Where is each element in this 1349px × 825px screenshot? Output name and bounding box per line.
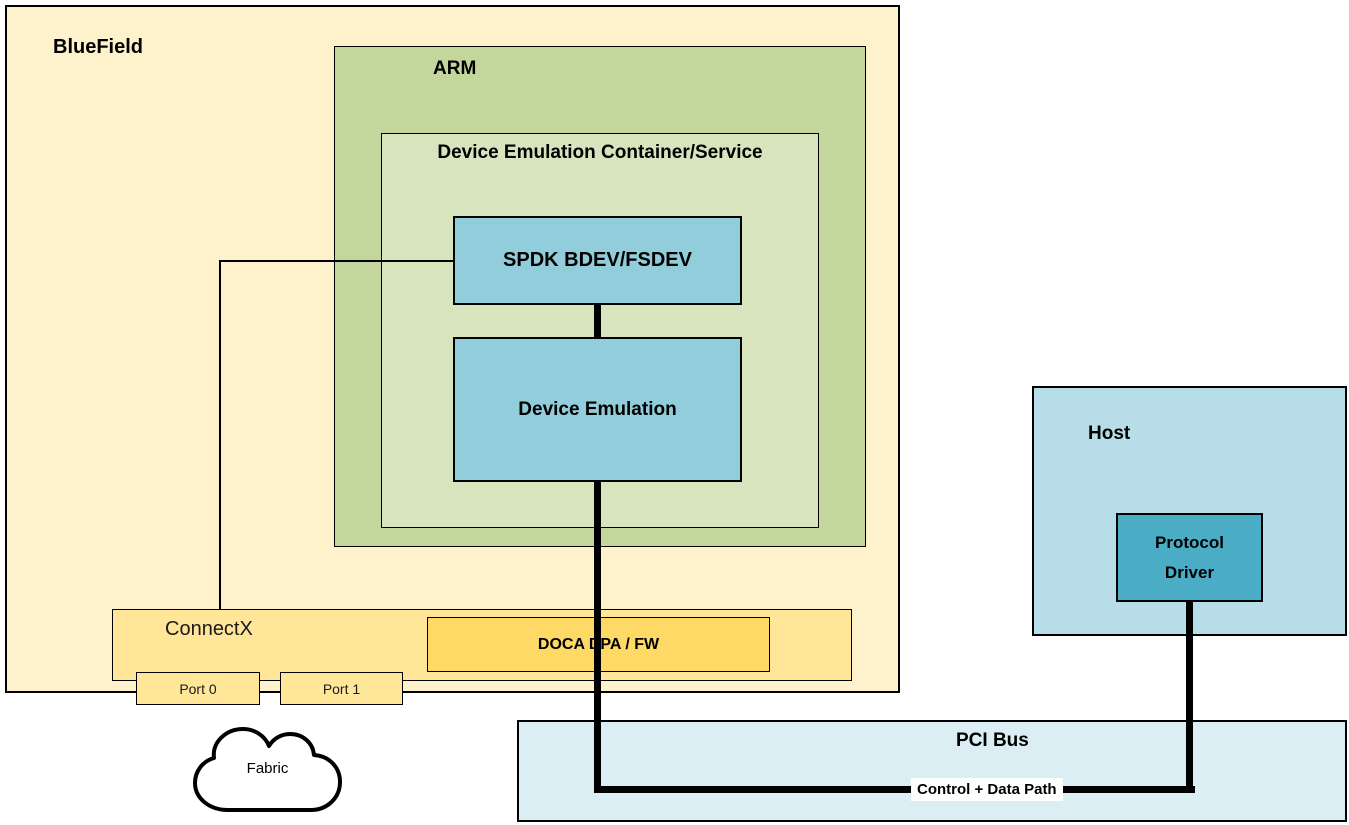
port1-box: Port 1	[280, 672, 403, 705]
connector-spdk-to-connectx-horizontal	[219, 260, 453, 262]
connector-spdk-to-device-emulation	[594, 303, 601, 339]
connector-pci-bus-path	[594, 786, 1195, 793]
connector-protocol-driver-to-pci	[1186, 600, 1193, 793]
port0-box: Port 0	[136, 672, 260, 705]
pci-bus-box: PCI Bus	[517, 720, 1347, 822]
device-emulation-label: Device Emulation	[518, 398, 677, 420]
port0-label: Port 0	[179, 680, 217, 697]
connector-spdk-to-connectx-vertical	[219, 260, 221, 609]
device-emulation-container-label: Device Emulation Container/Service	[437, 142, 763, 163]
cloud-icon	[193, 727, 342, 812]
fabric-cloud: Fabric	[190, 723, 345, 818]
connector-device-emulation-to-pci	[594, 480, 601, 793]
device-emulation-box: Device Emulation	[453, 337, 742, 482]
pci-bus-label: PCI Bus	[956, 730, 1029, 751]
protocol-driver-label: Protocol Driver	[1155, 532, 1224, 582]
host-label: Host	[1088, 423, 1131, 444]
fabric-label: Fabric	[246, 760, 289, 777]
spdk-bdev-fsdev-label: SPDK BDEV/FSDEV	[503, 249, 692, 271]
port1-label: Port 1	[322, 680, 361, 697]
spdk-bdev-fsdev-box: SPDK BDEV/FSDEV	[453, 216, 742, 305]
control-data-path-label: Control + Data Path	[911, 778, 1063, 801]
protocol-driver-box: Protocol Driver	[1116, 513, 1263, 602]
connectx-label: ConnectX	[165, 618, 253, 640]
bluefield-label: BlueField	[53, 36, 144, 58]
arm-label: ARM	[433, 58, 477, 79]
